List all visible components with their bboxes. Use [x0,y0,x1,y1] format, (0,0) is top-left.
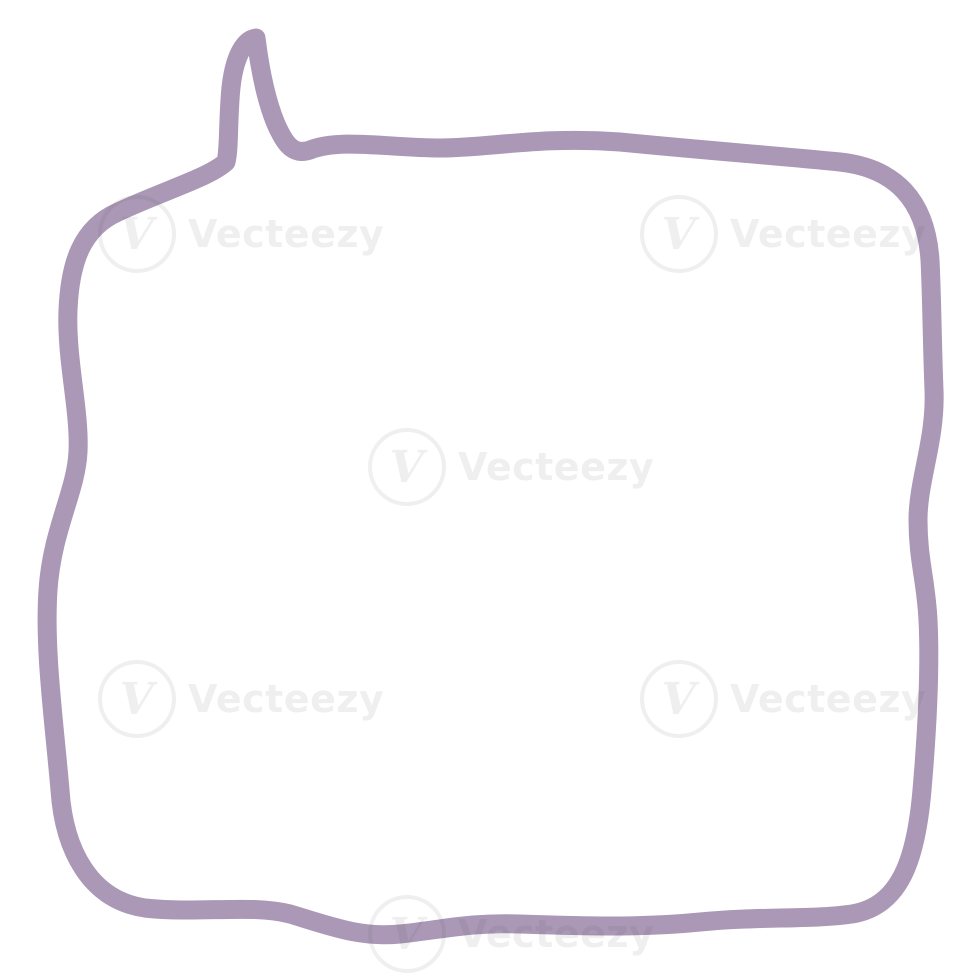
speech-bubble-outline [37,28,944,945]
